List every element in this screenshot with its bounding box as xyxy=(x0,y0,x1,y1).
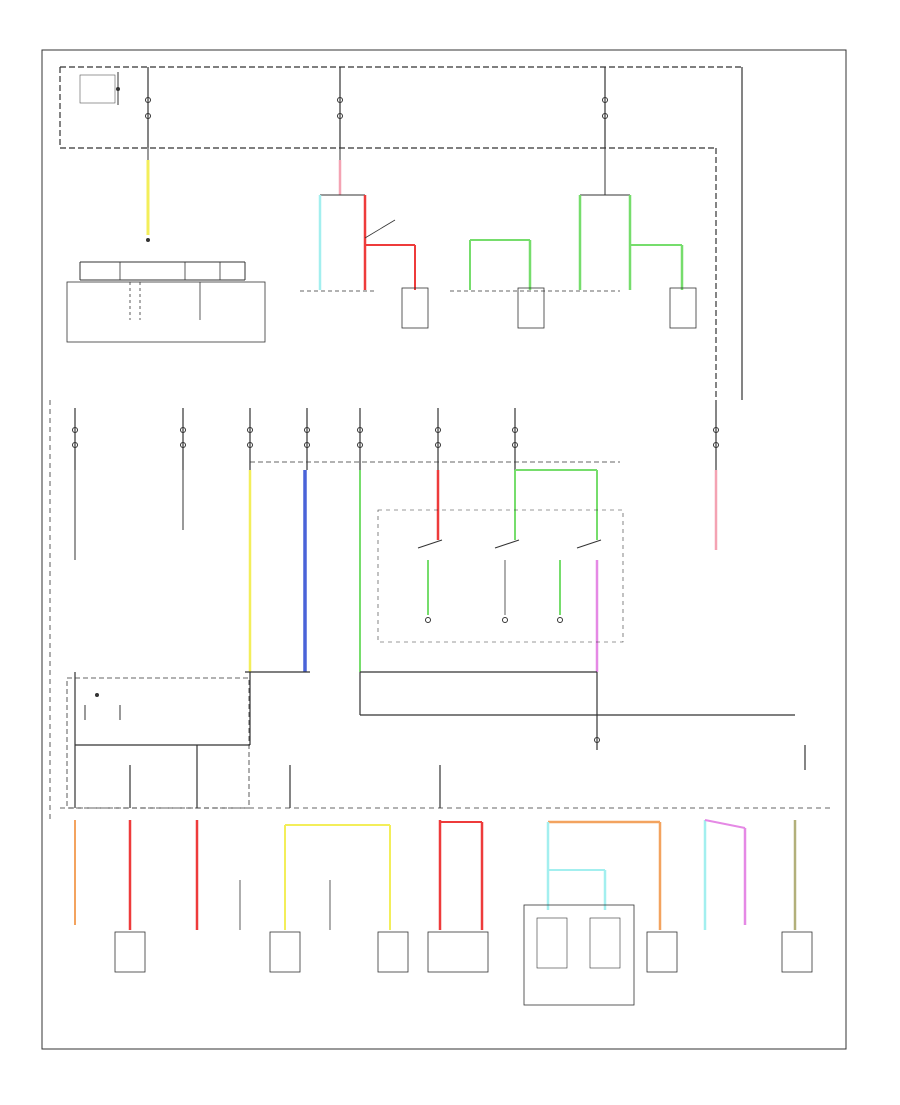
top-fuse-block xyxy=(59,66,743,400)
middle-wires xyxy=(74,469,795,750)
ignition-relay-symbol xyxy=(79,72,120,105)
bottom-wires xyxy=(74,819,797,930)
bottom-components xyxy=(114,904,813,1006)
middle-fuse-row xyxy=(49,400,719,820)
switch-assembly xyxy=(417,539,602,623)
fuse-top-2 xyxy=(337,67,343,148)
right-upper-branch xyxy=(450,148,697,329)
rear-lamp-connector-block xyxy=(66,261,266,343)
lower-left-junction-box xyxy=(66,672,806,809)
diagram-frame xyxy=(41,49,847,1050)
center-upper-branch xyxy=(300,148,429,329)
yellow-wire-branch-1 xyxy=(146,148,150,242)
fuse-top-1 xyxy=(145,67,151,148)
fuse-top-3 xyxy=(602,67,608,148)
